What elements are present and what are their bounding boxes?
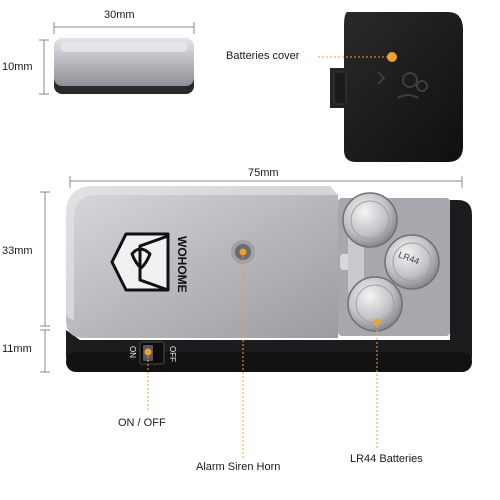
callout-on-off [144,348,152,412]
dimension-line-body-width [40,191,50,327]
dimension-label-sensor-width: 30mm [104,9,135,21]
device-lid [66,186,338,338]
callout-lr44-batteries [373,318,381,448]
dimension-label-body-width: 33mm [2,245,33,257]
lr44-battery-2 [384,234,440,290]
battery-cover [330,12,463,162]
sensor-bar [54,38,194,94]
dimension-label-sensor-height: 10mm [2,61,33,73]
callout-label-batteries-cover: Batteries cover [226,50,300,62]
wohome-logo [110,232,170,292]
dimension-line-body-length [69,176,463,188]
dimension-line-body-depth [40,329,50,373]
switch-off-label: OFF [168,346,177,362]
lr44-battery-3 [347,276,403,332]
lr44-battery-1 [342,192,398,248]
dimension-line-sensor-width [53,22,195,34]
brand-label: WOHOME [175,236,189,293]
callout-alarm-siren-horn [239,248,247,458]
callout-label-on-off: ON / OFF [118,417,166,429]
callout-label-lr44-batteries: LR44 Batteries [350,453,423,465]
switch-on-label: ON [128,346,137,358]
dimension-line-sensor-height [39,39,49,95]
on-off-switch [139,341,165,365]
callout-label-alarm-siren-horn: Alarm Siren Horn [196,461,281,473]
dimension-label-body-length: 75mm [248,167,279,179]
dimension-label-body-depth: 11mm [2,343,32,355]
device-base [66,200,472,372]
